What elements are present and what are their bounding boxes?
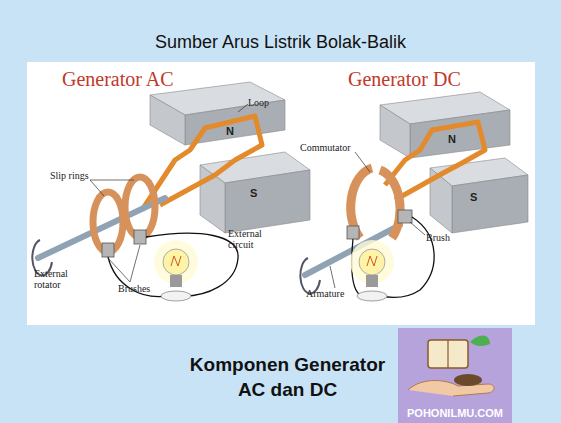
dc-magnet-n xyxy=(380,92,510,158)
ac-bulb xyxy=(154,240,198,301)
part-label: Brush xyxy=(426,232,450,243)
logo-text: POHONILMU.COM xyxy=(398,407,512,419)
pole-label: S xyxy=(470,192,477,203)
ac-brush xyxy=(102,243,114,257)
dc-brush xyxy=(398,210,412,223)
pole-label: N xyxy=(448,134,456,145)
part-label: Loop xyxy=(248,97,269,108)
ac-wire xyxy=(146,233,238,296)
part-label: Armature xyxy=(306,288,344,299)
part-label: External circuit xyxy=(228,228,274,250)
dc-magnet-s xyxy=(430,158,528,233)
dc-brush xyxy=(347,226,359,239)
ac-slip-ring xyxy=(125,177,155,237)
ac-magnet-s xyxy=(200,152,310,233)
part-label: Slip rings xyxy=(50,170,89,181)
leader-lines xyxy=(90,104,425,288)
ac-brush xyxy=(134,230,146,244)
panel-heading: Generator DC xyxy=(348,68,461,90)
ac-magnet-n xyxy=(150,82,285,145)
part-label: External rotator xyxy=(34,268,80,290)
caption-text: Komponen Generator AC dan DC xyxy=(175,352,400,402)
part-label: Commutator xyxy=(300,142,351,153)
part-label: Brushes xyxy=(118,283,150,294)
dc-bulb xyxy=(350,240,394,301)
page-title: Sumber Arus Listrik Bolak-Balik xyxy=(0,32,561,53)
pole-label: N xyxy=(226,126,234,137)
pole-label: S xyxy=(250,188,257,199)
logo-box: POHONILMU.COM xyxy=(398,328,512,423)
panel-heading: Generator AC xyxy=(62,68,174,90)
ac-loop xyxy=(142,116,262,210)
dc-commutator xyxy=(380,170,400,238)
logo-icon xyxy=(398,328,512,423)
